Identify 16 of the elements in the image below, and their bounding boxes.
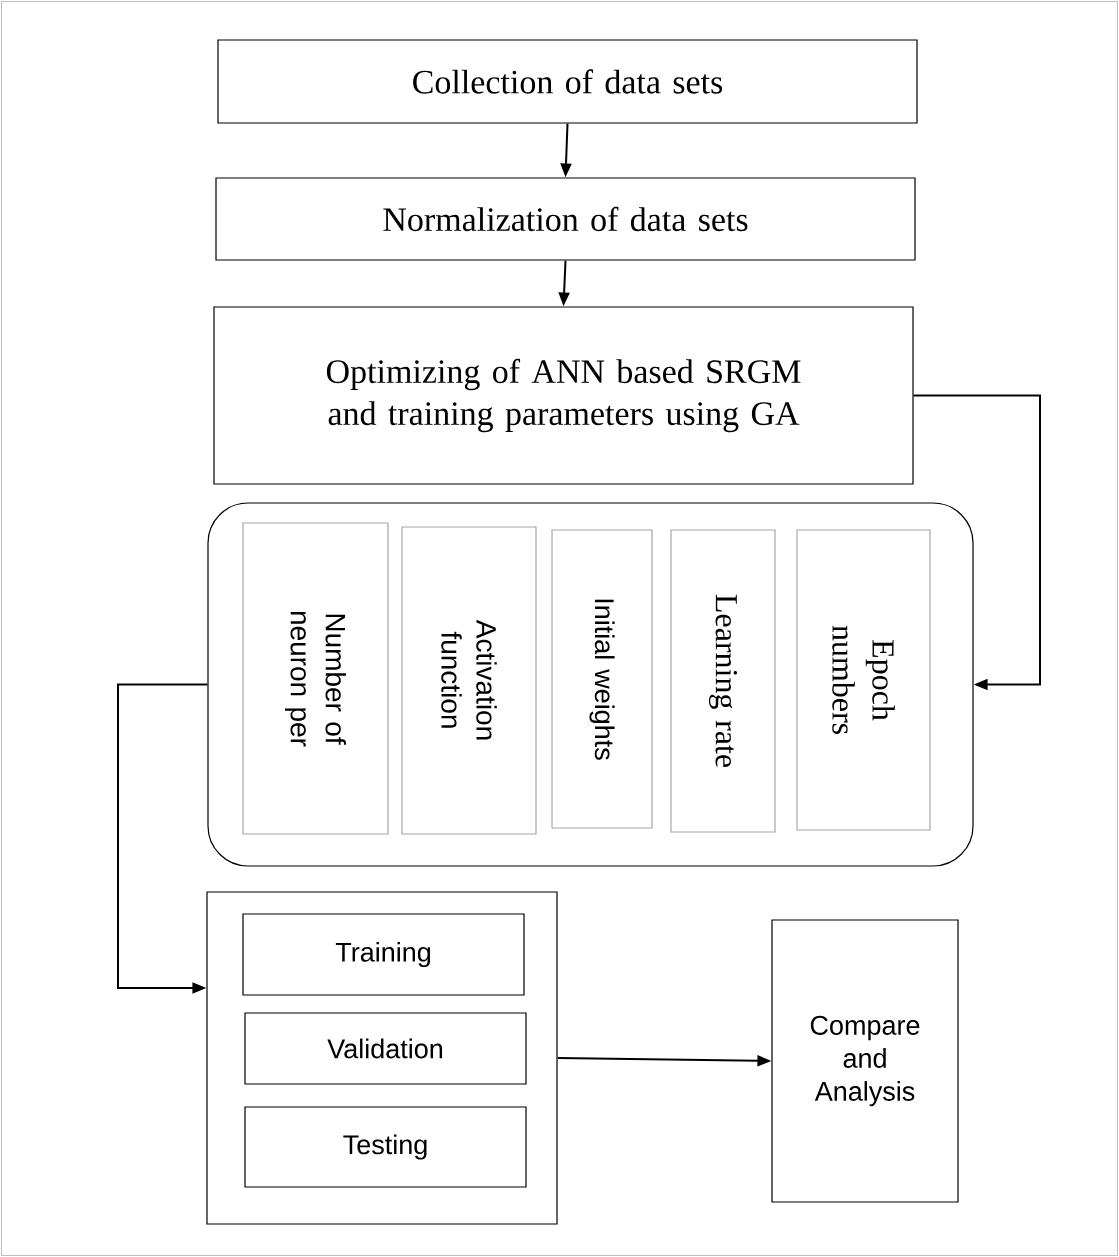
process-box: Testing: [244, 1106, 527, 1188]
process-box: Normalization of data sets: [215, 177, 916, 261]
process-box: Training: [242, 913, 525, 996]
parameter-box: Activation function: [401, 526, 537, 835]
process-box: Collection of data sets: [217, 39, 918, 124]
dataset-split-box: [206, 891, 558, 1225]
parameter-group-box: [207, 502, 974, 867]
process-box: Compare and Analysis: [771, 919, 959, 1203]
parameter-box: Initial weights: [551, 529, 653, 829]
arrow: [117, 683, 209, 994]
parameter-box: Epoch numbers: [796, 529, 931, 831]
process-box: Optimizing of ANN based SRGM and training parameters using GA: [213, 306, 914, 485]
parameter-box: Number of neuron per: [242, 522, 389, 835]
parameter-box: Learning rate: [670, 529, 776, 833]
arrow: [912, 394, 1041, 691]
process-box: Validation: [244, 1012, 527, 1085]
